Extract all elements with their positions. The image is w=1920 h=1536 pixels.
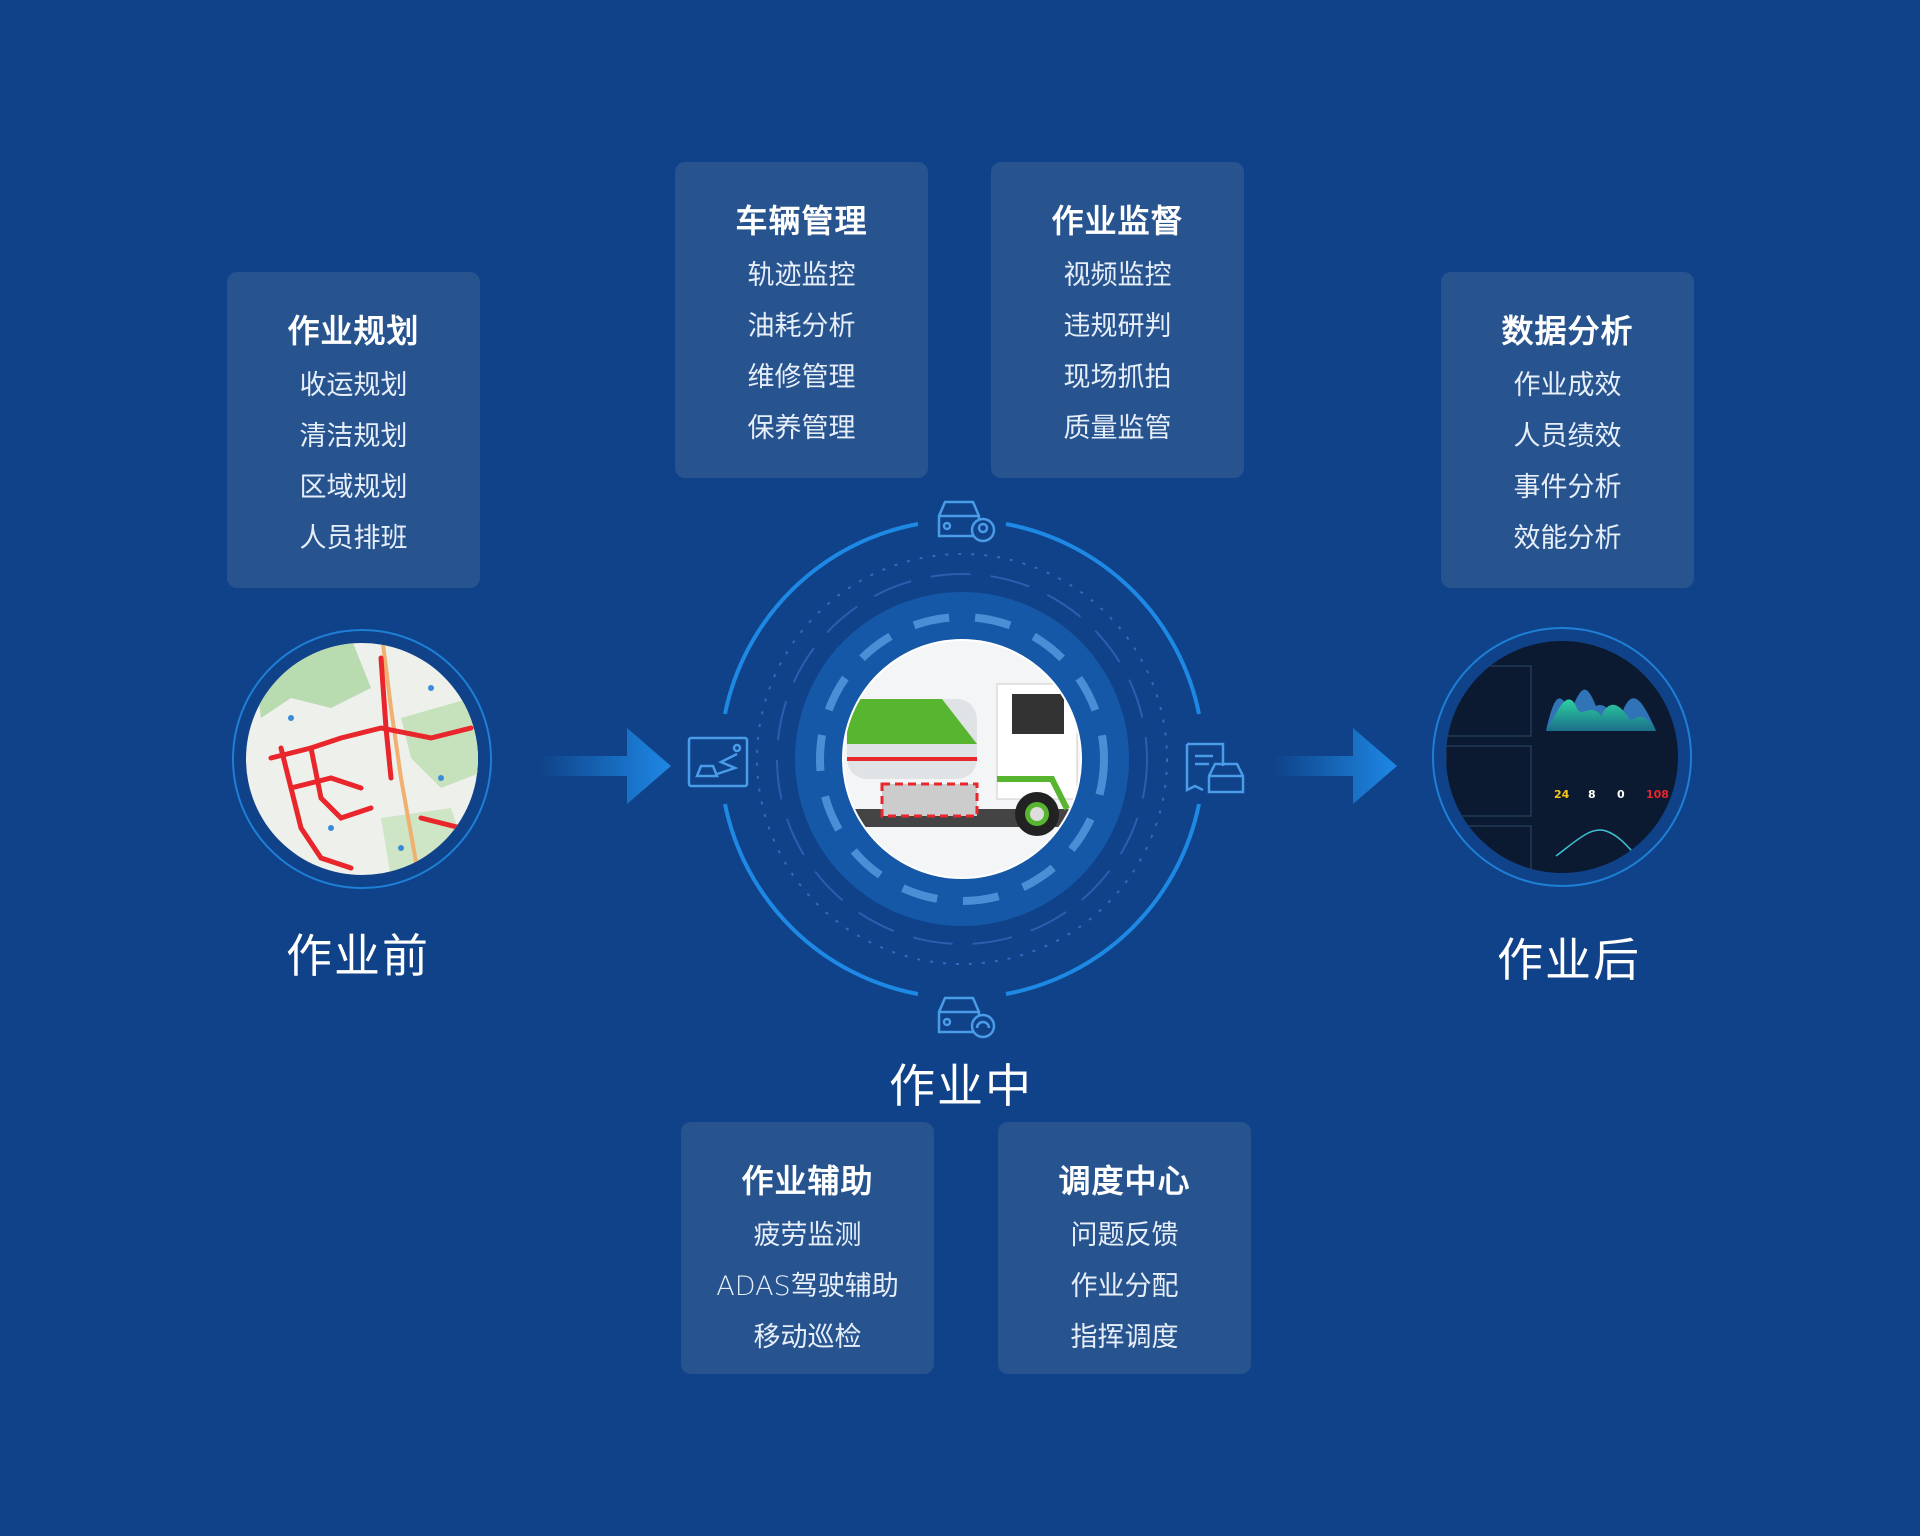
card-item: 指挥调度	[1070, 1322, 1179, 1353]
card-item: 作业成效	[1513, 370, 1622, 401]
car-document-icon	[1185, 742, 1245, 794]
card-item: ADAS驾驶辅助	[716, 1271, 899, 1302]
card-item: 人员排班	[299, 523, 408, 554]
card-item: 作业分配	[1070, 1271, 1179, 1302]
card-item: 违规研判	[1063, 311, 1172, 342]
card-planning: 作业规划 收运规划 清洁规划 区域规划 人员排班	[227, 272, 480, 588]
stat-value: 108	[1646, 788, 1669, 801]
stage-during-label: 作业中	[889, 1059, 1033, 1113]
truck-image	[844, 641, 1080, 877]
card-title: 作业辅助	[741, 1162, 874, 1200]
stat-value: 8	[1588, 788, 1596, 801]
card-item: 问题反馈	[1070, 1220, 1179, 1251]
card-assist: 作业辅助 疲劳监测 ADAS驾驶辅助 移动巡检	[681, 1122, 934, 1374]
card-item: 收运规划	[299, 370, 408, 401]
card-analysis: 数据分析 作业成效 人员绩效 事件分析 效能分析	[1441, 272, 1694, 588]
card-item: 视频监控	[1063, 260, 1172, 291]
card-item: 移动巡检	[753, 1322, 862, 1353]
card-title: 车辆管理	[735, 202, 868, 240]
stat-value: 24	[1554, 788, 1570, 801]
card-item: 人员绩效	[1513, 421, 1622, 452]
stage-after-label: 作业后	[1497, 933, 1641, 987]
card-vehicle: 车辆管理 轨迹监控 油耗分析 维修管理 保养管理	[675, 162, 928, 478]
card-item: 清洁规划	[299, 421, 408, 452]
arrow-right-icon	[1273, 728, 1397, 804]
card-title: 作业规划	[287, 312, 420, 350]
card-item: 区域规划	[299, 472, 408, 503]
card-item: 疲劳监测	[753, 1220, 862, 1251]
card-item: 维修管理	[747, 362, 856, 393]
arrow-right-icon	[539, 728, 671, 804]
card-dispatch: 调度中心 问题反馈 作业分配 指挥调度	[998, 1122, 1251, 1374]
car-route-icon	[687, 736, 749, 788]
stage-before-label: 作业前	[286, 929, 430, 983]
card-item: 油耗分析	[747, 311, 856, 342]
center-ring	[723, 522, 1201, 996]
car-camera-icon	[937, 500, 996, 543]
card-item: 效能分析	[1513, 523, 1622, 554]
card-item: 轨迹监控	[747, 260, 856, 291]
map-circle-image	[232, 629, 492, 889]
dashboard-circle-image: 24 8 0 108	[1432, 627, 1692, 887]
card-item: 保养管理	[747, 413, 856, 444]
card-title: 数据分析	[1501, 312, 1634, 350]
card-title: 调度中心	[1058, 1162, 1191, 1200]
car-support-icon	[937, 996, 996, 1039]
stat-value: 0	[1617, 788, 1625, 801]
card-title: 作业监督	[1051, 202, 1184, 240]
card-item: 现场抓拍	[1063, 362, 1172, 393]
card-item: 质量监管	[1063, 413, 1172, 444]
card-item: 事件分析	[1513, 472, 1622, 503]
card-supervision: 作业监督 视频监控 违规研判 现场抓拍 质量监管	[991, 162, 1244, 478]
